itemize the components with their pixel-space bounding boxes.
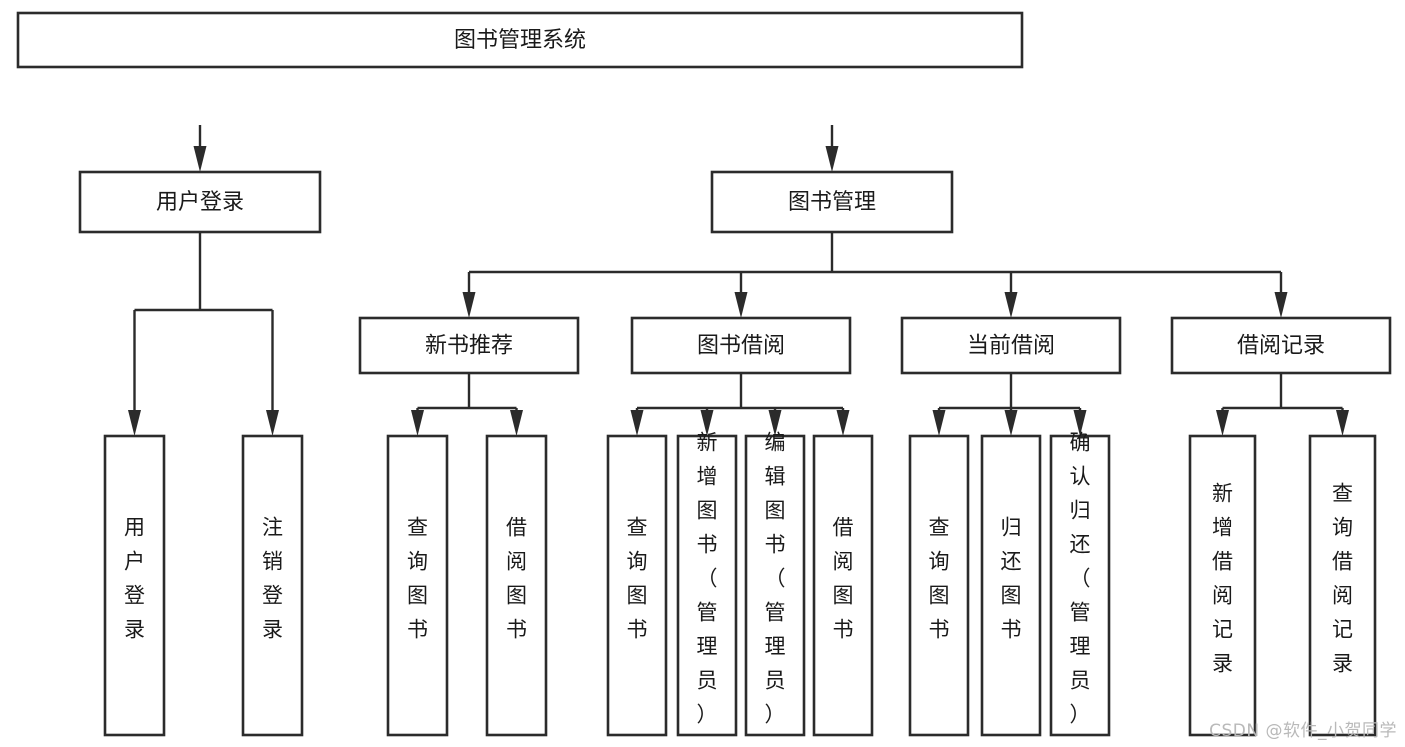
node-leaf-l3-0-0[interactable]: 查询图书: [386, 434, 449, 737]
node-level2-1-box[interactable]: [710, 170, 954, 234]
connector-group: [630, 373, 850, 436]
node-leaf-l3-1-1-label: 新增图书（管理员）: [697, 431, 718, 727]
node-leaf-l3-3-0-box[interactable]: [1188, 434, 1257, 737]
node-level3-2-box[interactable]: [900, 316, 1122, 375]
arrow-head-icon: [734, 292, 748, 318]
node-level2-1-label: 图书管理: [788, 190, 876, 215]
connector-group: [128, 232, 279, 436]
node-leaf-l3-2-0[interactable]: 查询图书: [908, 434, 970, 737]
node-leaf-l2-0-1[interactable]: 注销登录: [241, 434, 304, 737]
node-layer: 图书管理系统用户登录用户登录注销登录图书管理新书推荐查询图书借阅图书图书借阅查询…: [16, 11, 1392, 737]
node-leaf-l2-0-0[interactable]: 用户登录: [103, 434, 166, 737]
node-level3-1-label: 图书借阅: [697, 334, 785, 359]
arrow-head-icon: [266, 410, 279, 436]
arrow-head-icon: [1004, 410, 1018, 436]
node-leaf-l3-2-1-label: 归还图书: [1001, 516, 1022, 642]
node-leaf-l3-1-3-label: 借阅图书: [833, 516, 854, 642]
node-leaf-l3-0-0-label: 查询图书: [407, 516, 428, 642]
node-level2-1[interactable]: 图书管理: [710, 170, 954, 234]
arrow-head-icon: [1004, 292, 1018, 318]
node-leaf-l3-0-1-label: 借阅图书: [506, 516, 527, 642]
node-leaf-l3-2-1[interactable]: 归还图书: [980, 434, 1042, 737]
arrow-head-icon: [630, 410, 644, 436]
node-leaf-l3-1-3-box[interactable]: [812, 434, 874, 737]
arrow-head-icon: [193, 146, 207, 172]
arrow-head-icon: [932, 410, 946, 436]
node-level3-2-label: 当前借阅: [967, 334, 1055, 359]
node-level3-1[interactable]: 图书借阅: [630, 316, 852, 375]
node-level3-1-box[interactable]: [630, 316, 852, 375]
node-level2-0[interactable]: 用户登录: [78, 170, 322, 234]
node-level3-0-box[interactable]: [358, 316, 580, 375]
node-level3-3[interactable]: 借阅记录: [1170, 316, 1392, 375]
node-leaf-l3-2-2-label: 确认归还（管理员）: [1070, 431, 1091, 727]
arrow-head-icon: [1073, 410, 1087, 436]
node-leaf-l3-2-2-box[interactable]: [1049, 434, 1111, 737]
node-leaf-l3-1-1[interactable]: 新增图书（管理员）: [676, 431, 738, 737]
connector-group: [932, 373, 1087, 436]
node-level2-0-box[interactable]: [78, 170, 322, 234]
arrow-head-icon: [510, 410, 523, 436]
node-leaf-l2-0-0-label: 用户登录: [124, 516, 145, 642]
connector-layer: [128, 125, 1349, 436]
arrow-head-icon: [836, 410, 850, 436]
node-leaf-l3-1-2-label: 编辑图书（管理员）: [765, 431, 786, 727]
node-level3-0[interactable]: 新书推荐: [358, 316, 580, 375]
node-leaf-l3-1-0-label: 查询图书: [627, 516, 648, 642]
node-leaf-l3-1-0[interactable]: 查询图书: [606, 434, 668, 737]
node-level3-0-label: 新书推荐: [425, 334, 513, 359]
node-root-book-management-system[interactable]: 图书管理系统: [16, 11, 1024, 69]
node-leaf-l3-3-1[interactable]: 查询借阅记录: [1308, 434, 1377, 737]
arrow-head-icon: [768, 410, 782, 436]
node-level3-2[interactable]: 当前借阅: [900, 316, 1122, 375]
connector-group: [194, 125, 839, 172]
node-leaf-l3-1-2[interactable]: 编辑图书（管理员）: [744, 431, 806, 737]
node-leaf-l3-2-0-label: 查询图书: [929, 516, 950, 642]
node-leaf-l3-2-1-box[interactable]: [980, 434, 1042, 737]
node-root-book-management-system-box[interactable]: [16, 11, 1024, 69]
arrow-head-icon: [1216, 410, 1229, 436]
connector-group: [462, 232, 1288, 318]
connector-group: [1216, 373, 1349, 436]
node-leaf-l3-2-2[interactable]: 确认归还（管理员）: [1049, 431, 1111, 737]
node-leaf-l2-0-1-box[interactable]: [241, 434, 304, 737]
node-leaf-l3-1-2-box[interactable]: [744, 434, 806, 737]
node-leaf-l3-1-1-box[interactable]: [676, 434, 738, 737]
arrow-head-icon: [462, 292, 476, 318]
arrow-head-icon: [411, 410, 424, 436]
node-leaf-l3-0-1[interactable]: 借阅图书: [485, 434, 548, 737]
node-level3-3-box[interactable]: [1170, 316, 1392, 375]
csdn-watermark: CSDN @软件_小贺同学: [1209, 721, 1397, 741]
node-leaf-l3-1-3[interactable]: 借阅图书: [812, 434, 874, 737]
connector-group: [411, 373, 523, 436]
node-leaf-l3-3-1-label: 查询借阅记录: [1332, 482, 1353, 676]
node-leaf-l3-0-1-box[interactable]: [485, 434, 548, 737]
arrow-head-icon: [128, 410, 141, 436]
arrow-head-icon: [825, 146, 839, 172]
arrow-head-icon: [700, 410, 714, 436]
node-leaf-l3-1-0-box[interactable]: [606, 434, 668, 737]
node-leaf-l3-2-0-box[interactable]: [908, 434, 970, 737]
node-root-book-management-system-label: 图书管理系统: [454, 28, 586, 53]
node-leaf-l3-3-1-box[interactable]: [1308, 434, 1377, 737]
arrow-head-icon: [1274, 292, 1288, 318]
node-leaf-l3-3-0[interactable]: 新增借阅记录: [1188, 434, 1257, 737]
node-level3-3-label: 借阅记录: [1237, 334, 1325, 359]
node-leaf-l3-0-0-box[interactable]: [386, 434, 449, 737]
node-leaf-l3-3-0-label: 新增借阅记录: [1212, 482, 1233, 676]
arrow-head-icon: [1336, 410, 1349, 436]
node-leaf-l2-0-1-label: 注销登录: [262, 516, 283, 642]
node-level2-0-label: 用户登录: [156, 190, 244, 215]
node-leaf-l2-0-0-box[interactable]: [103, 434, 166, 737]
